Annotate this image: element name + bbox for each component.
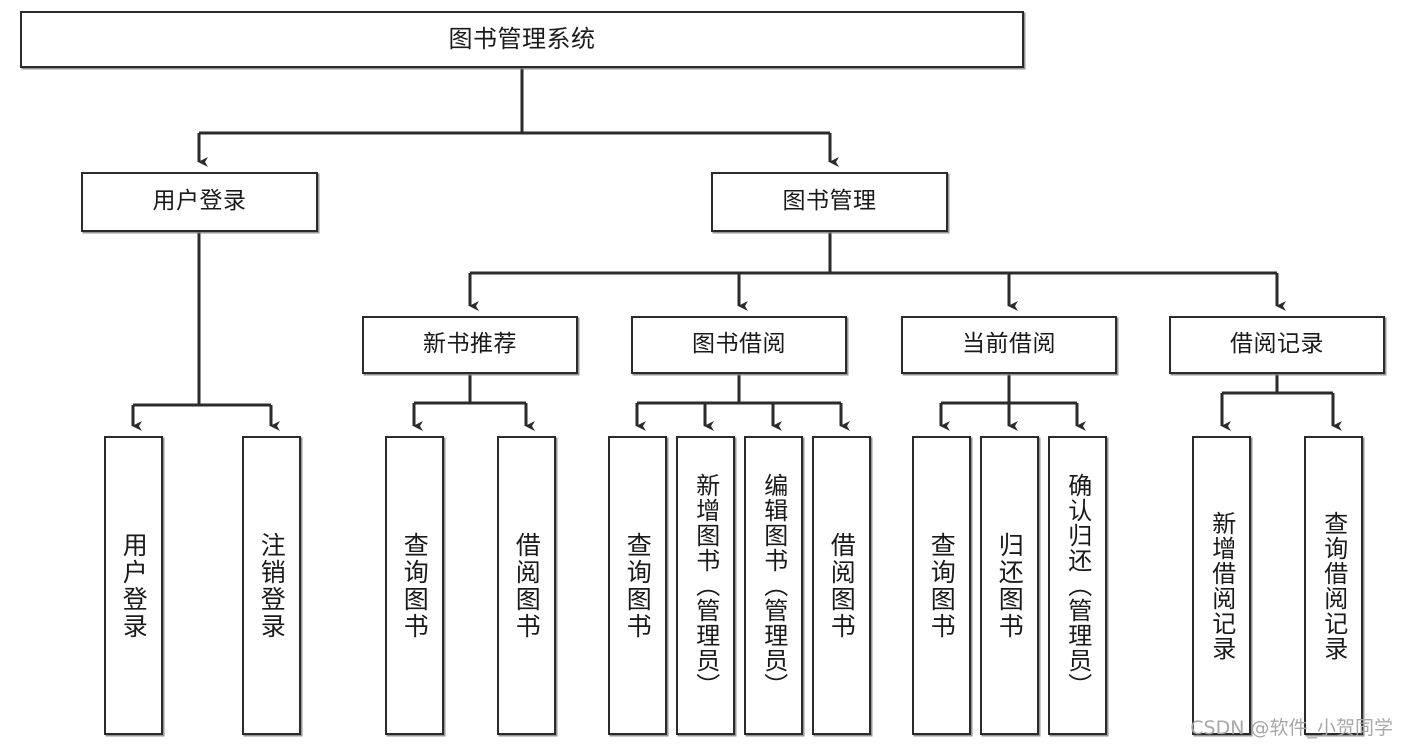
- leaf-book-borrow-edit-label: 编辑图书（管理员）: [759, 473, 788, 698]
- leaf-new-book-borrow-label: 借阅图书: [512, 531, 542, 640]
- leaf-current-borrow-return[interactable]: 归还图书: [980, 436, 1039, 735]
- node-user-login[interactable]: 用户登录: [81, 172, 318, 232]
- leaf-book-borrow-edit[interactable]: 编辑图书（管理员）: [744, 436, 803, 735]
- node-book-management-label: 图书管理: [782, 188, 877, 215]
- node-root-system-label: 图书管理系统: [448, 25, 596, 54]
- node-new-book-recommend-label: 新书推荐: [423, 331, 517, 358]
- leaf-book-borrow-borrow[interactable]: 借阅图书: [812, 436, 871, 735]
- node-current-borrow-label: 当前借阅: [962, 331, 1056, 358]
- leaf-book-borrow-query[interactable]: 查询图书: [608, 436, 667, 735]
- leaf-current-borrow-confirm[interactable]: 确认归还（管理员）: [1048, 436, 1107, 735]
- leaf-book-borrow-add[interactable]: 新增图书（管理员）: [676, 436, 735, 735]
- leaf-current-borrow-confirm-label: 确认归还（管理员）: [1063, 473, 1092, 698]
- leaf-book-borrow-add-label: 新增图书（管理员）: [691, 473, 720, 698]
- node-new-book-recommend[interactable]: 新书推荐: [362, 316, 578, 374]
- leaf-user-login-logout-label: 注销登录: [257, 531, 287, 640]
- leaf-user-login-logout[interactable]: 注销登录: [242, 436, 301, 735]
- leaf-current-borrow-query[interactable]: 查询图书: [912, 436, 971, 735]
- leaf-book-borrow-query-label: 查询图书: [623, 531, 653, 640]
- node-book-management[interactable]: 图书管理: [711, 172, 948, 232]
- leaf-current-borrow-query-label: 查询图书: [927, 531, 957, 640]
- leaf-user-login-login[interactable]: 用户登录: [104, 436, 163, 735]
- node-book-borrow-label: 图书借阅: [692, 331, 786, 358]
- leaf-user-login-login-label: 用户登录: [119, 531, 149, 640]
- watermark-text: CSDN @软件_小贺同学: [1190, 717, 1393, 739]
- node-borrow-record-label: 借阅记录: [1230, 331, 1324, 358]
- leaf-new-book-query[interactable]: 查询图书: [385, 436, 444, 735]
- node-user-login-label: 用户登录: [152, 188, 247, 215]
- node-root-system[interactable]: 图书管理系统: [20, 11, 1024, 68]
- leaf-new-book-borrow[interactable]: 借阅图书: [497, 436, 556, 735]
- leaf-book-borrow-borrow-label: 借阅图书: [827, 531, 857, 640]
- leaf-current-borrow-return-label: 归还图书: [995, 531, 1025, 640]
- node-borrow-record[interactable]: 借阅记录: [1169, 316, 1385, 374]
- leaf-new-book-query-label: 查询图书: [400, 531, 430, 640]
- leaf-borrow-record-add-label: 新增借阅记录: [1207, 510, 1236, 661]
- leaf-borrow-record-query[interactable]: 查询借阅记录: [1304, 436, 1363, 735]
- node-book-borrow[interactable]: 图书借阅: [631, 316, 847, 374]
- leaf-borrow-record-add[interactable]: 新增借阅记录: [1192, 436, 1251, 735]
- leaf-borrow-record-query-label: 查询借阅记录: [1319, 510, 1348, 661]
- node-current-borrow[interactable]: 当前借阅: [901, 316, 1117, 374]
